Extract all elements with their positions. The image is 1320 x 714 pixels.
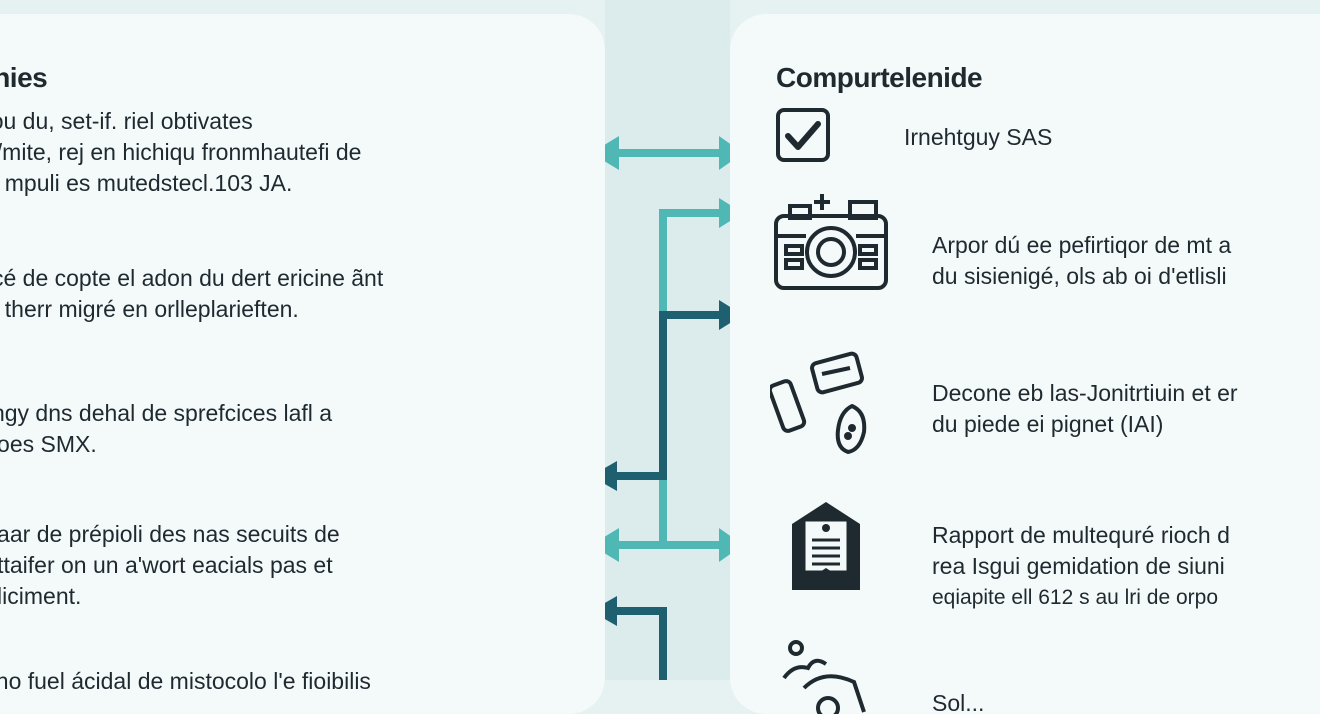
- right-item-4-line-1: Rapport de multequré rioch d: [932, 522, 1230, 548]
- document-shield-icon: [792, 502, 860, 590]
- watering-can-icon: [782, 640, 866, 714]
- left-item-2-line-2: one therr migré en orlleplarieften.: [0, 296, 299, 322]
- left-item-4: reitiaar de prépioli des nas secuits de …: [0, 519, 580, 612]
- right-panel-title: Compurtelenide: [776, 62, 983, 93]
- left-item-4-line-1: reitiaar de prépioli des nas secuits de: [0, 521, 340, 547]
- left-item-5-line-1: riolino fuel ácidal de mistocolo l'e fio…: [0, 668, 371, 694]
- checkbox-icon: [776, 108, 830, 162]
- right-item-1: Irnehtguy SAS: [730, 102, 1320, 212]
- connector-column-bg: [605, 0, 730, 680]
- right-item-3: Decone eb las-Jonitrtiuin et er du piede…: [730, 344, 1320, 454]
- right-item-4: Rapport de multequré rioch d rea Isgui g…: [730, 494, 1320, 609]
- left-item-2-line-1: befcé de copte el adon du dert ericine ã…: [0, 265, 384, 291]
- left-panel: gonies áinou du, set-if. riel obtivates …: [0, 14, 605, 714]
- connector-column: [605, 0, 730, 680]
- left-item-3-line-1: rthingy dns dehal de sprefcices lafl a: [0, 400, 333, 426]
- right-item-4-line-2: rea Isgui gemidation de siuni: [932, 553, 1225, 579]
- left-panel-title: gonies: [0, 62, 48, 93]
- left-arrow-dark-1: [605, 461, 667, 491]
- dark-elbow-connector: [659, 300, 730, 476]
- double-arrow-2: [605, 528, 730, 562]
- right-item-3-text: Decone eb las-Jonitrtiuin et er du piede…: [932, 378, 1238, 440]
- left-item-2: befcé de copte el adon du dert ericine ã…: [0, 263, 580, 325]
- right-item-4-line-3: eqiapite ell 612 s au lri de orpo: [932, 586, 1219, 609]
- right-item-2-line-1: Arpor dú ee pefirtiqor de mt a: [932, 232, 1232, 258]
- right-item-5: Sol...: [730, 626, 1320, 714]
- left-arrow-dark-2: [605, 596, 667, 680]
- double-arrow-1: [605, 136, 730, 170]
- left-item-4-line-3: mialiciment.: [0, 583, 82, 609]
- left-item-4-line-2: onsttaifer on un a'wort eacials pas et: [0, 552, 333, 578]
- right-item-2-text: Arpor dú ee pefirtiqor de mt a du sisien…: [932, 230, 1231, 292]
- left-item-3-line-2: rmiloes SMX.: [0, 431, 97, 457]
- left-item-1: áinou du, set-if. riel obtivates osit/mi…: [0, 106, 580, 199]
- left-item-1-line-1: áinou du, set-if. riel obtivates: [0, 108, 253, 134]
- left-item-1-line-3: oph mpuli es mutedstecl.103 JA.: [0, 170, 293, 196]
- right-item-4-text: Rapport de multequré rioch d rea Isgui g…: [932, 520, 1230, 613]
- camera-icon: [774, 194, 888, 290]
- right-item-1-label: Irnehtguy SAS: [904, 124, 1053, 150]
- right-item-3-line-2: du piede ei pignet (IAI): [932, 411, 1164, 437]
- right-item-2-line-2: du sisienigé, ols ab oi d'etlisli: [932, 263, 1227, 289]
- right-item-2: Arpor dú ee pefirtiqor de mt a du sisien…: [730, 186, 1320, 296]
- left-item-5: riolino fuel ácidal de mistocolo l'e fio…: [0, 666, 580, 697]
- right-panel: Compurtelenide Irnehtguy SAS: [730, 14, 1320, 714]
- right-item-3-line-1: Decone eb las-Jonitrtiuin et er: [932, 380, 1238, 406]
- left-item-1-line-2: osit/mite, rej en hichiqu fronmhautefi d…: [0, 139, 362, 165]
- devices-icon: [770, 351, 867, 454]
- right-item-5-line-1: Sol...: [932, 690, 985, 714]
- left-item-3: rthingy dns dehal de sprefcices lafl a r…: [0, 398, 580, 460]
